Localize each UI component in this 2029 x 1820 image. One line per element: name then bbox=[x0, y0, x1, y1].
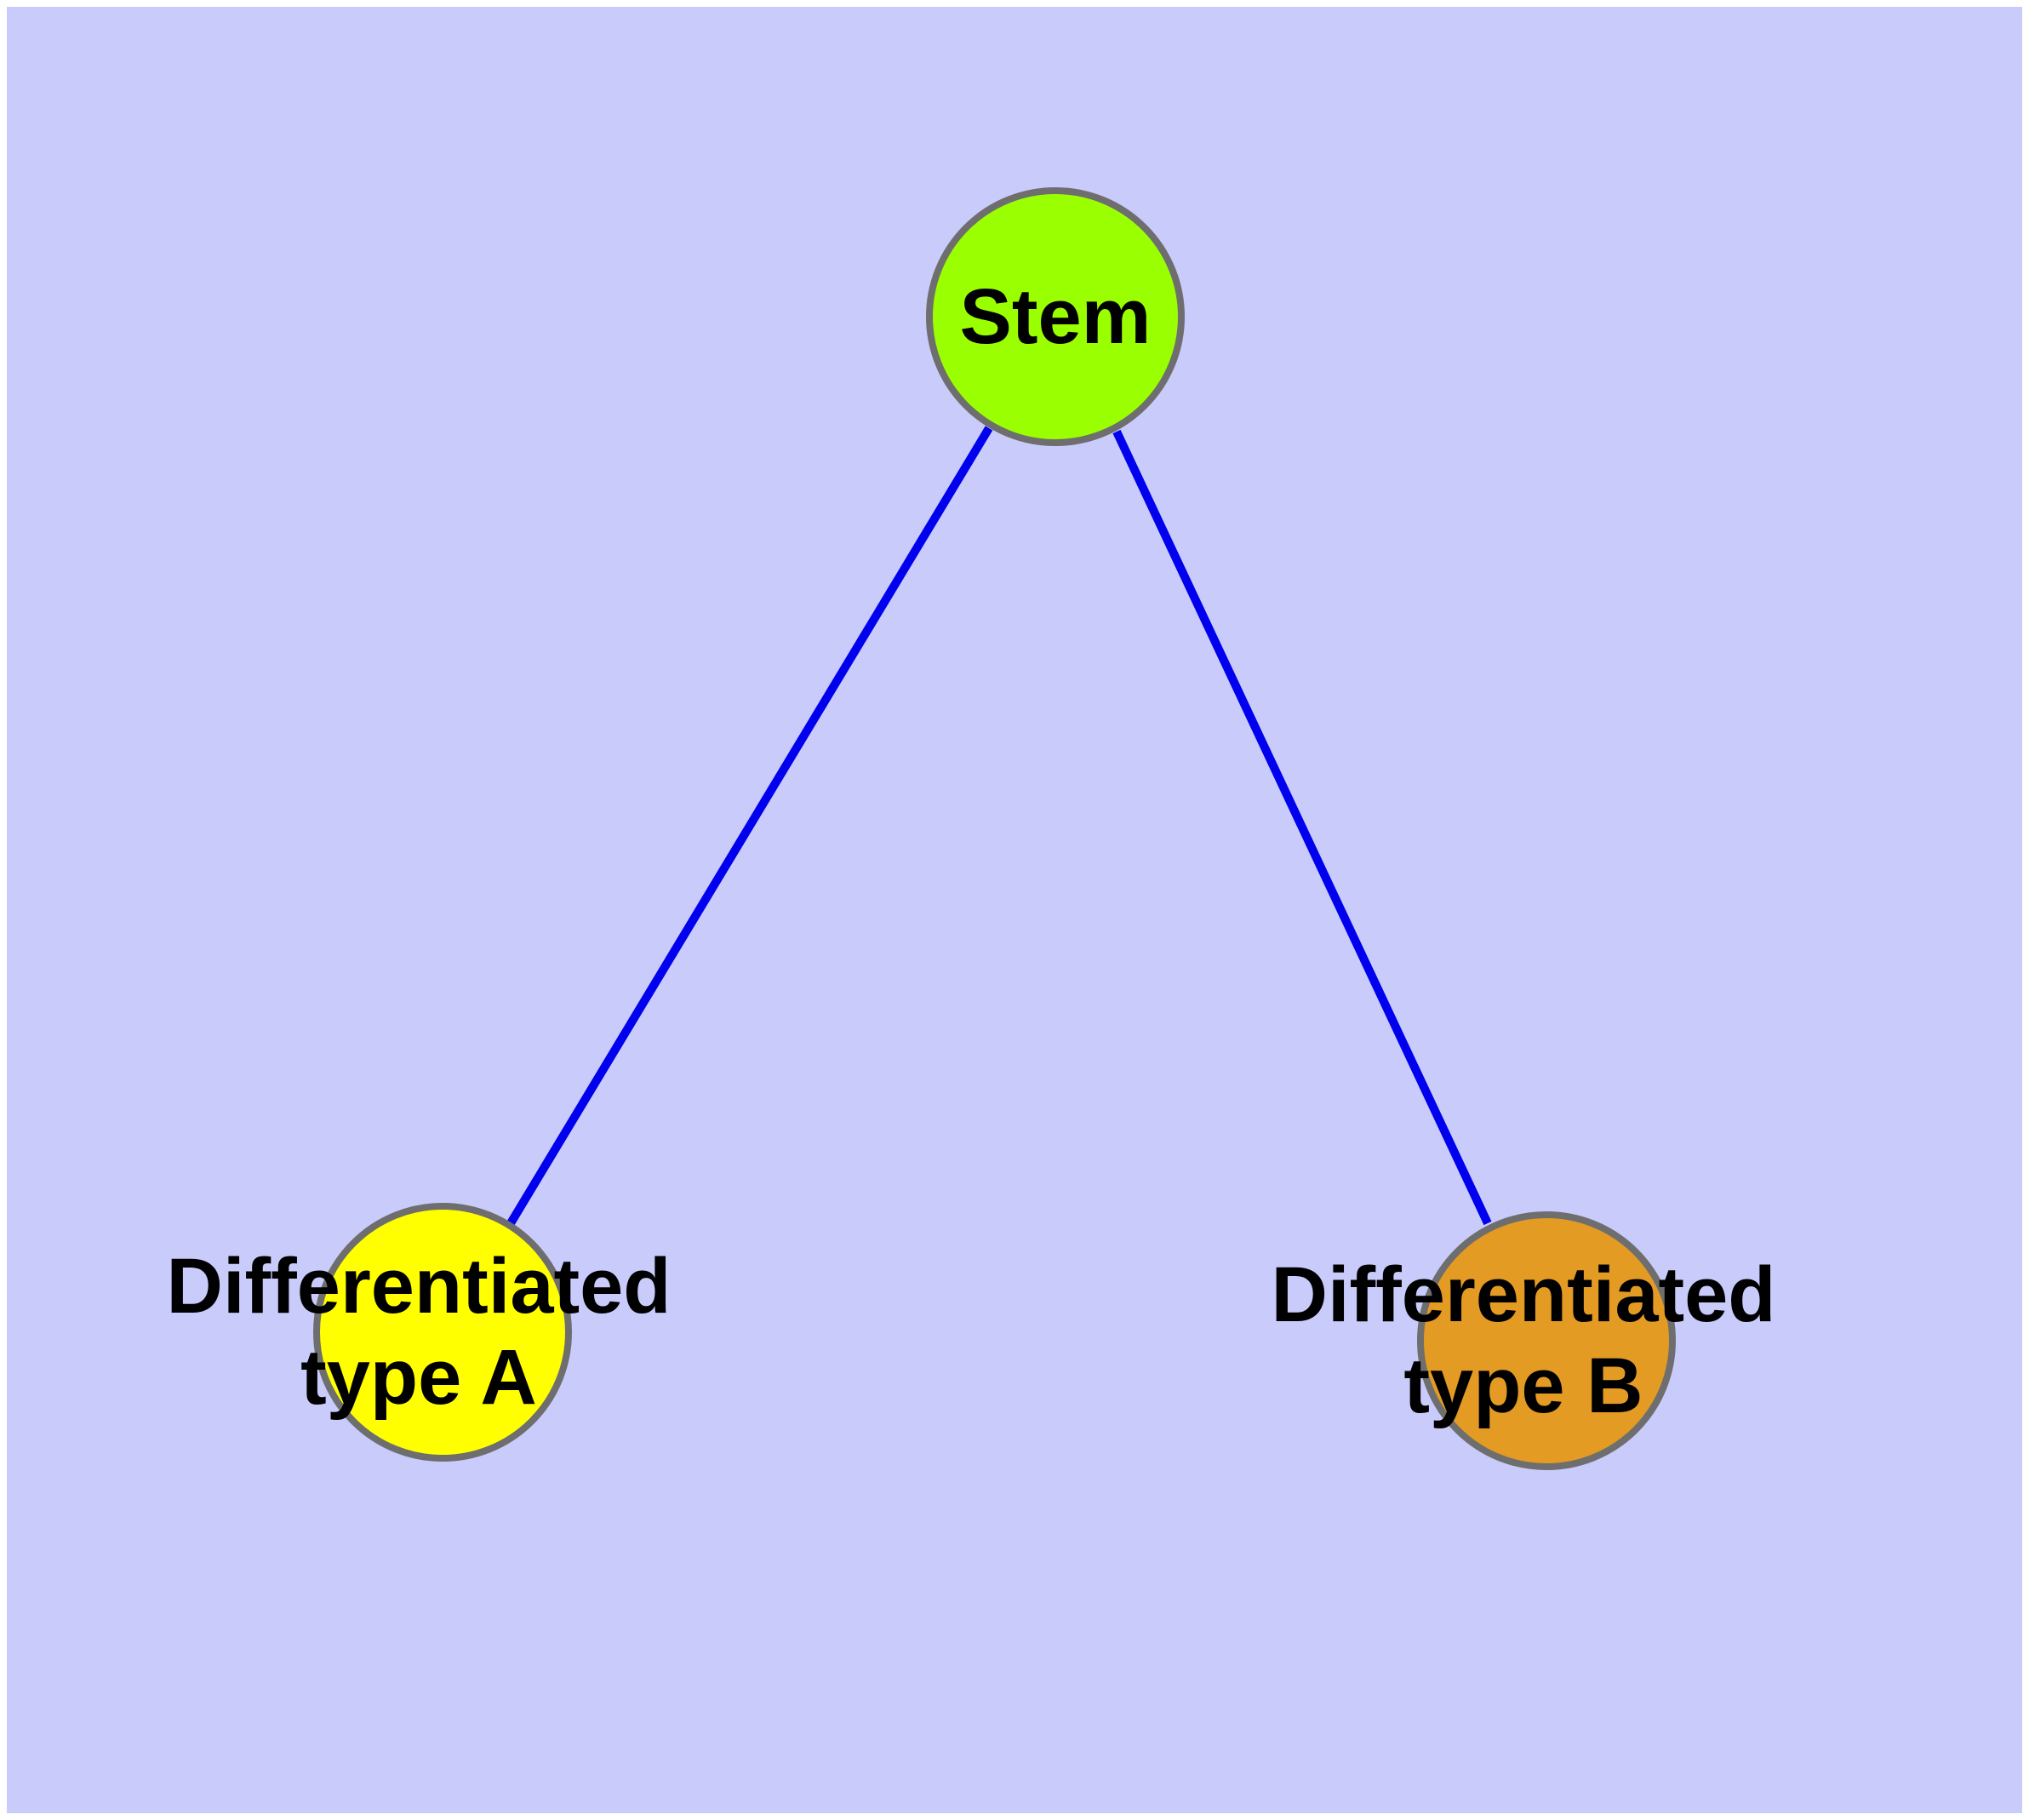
node-stem[interactable] bbox=[926, 187, 1185, 446]
edge-stem-to-differentiated-b[interactable] bbox=[1112, 429, 1492, 1226]
node-differentiated-type-b[interactable] bbox=[1417, 1211, 1676, 1470]
edge-stem-to-differentiated-a[interactable] bbox=[506, 426, 993, 1226]
node-differentiated-type-a[interactable] bbox=[313, 1203, 572, 1462]
edge-layer bbox=[506, 426, 1492, 1226]
node-layer bbox=[313, 187, 1676, 1470]
